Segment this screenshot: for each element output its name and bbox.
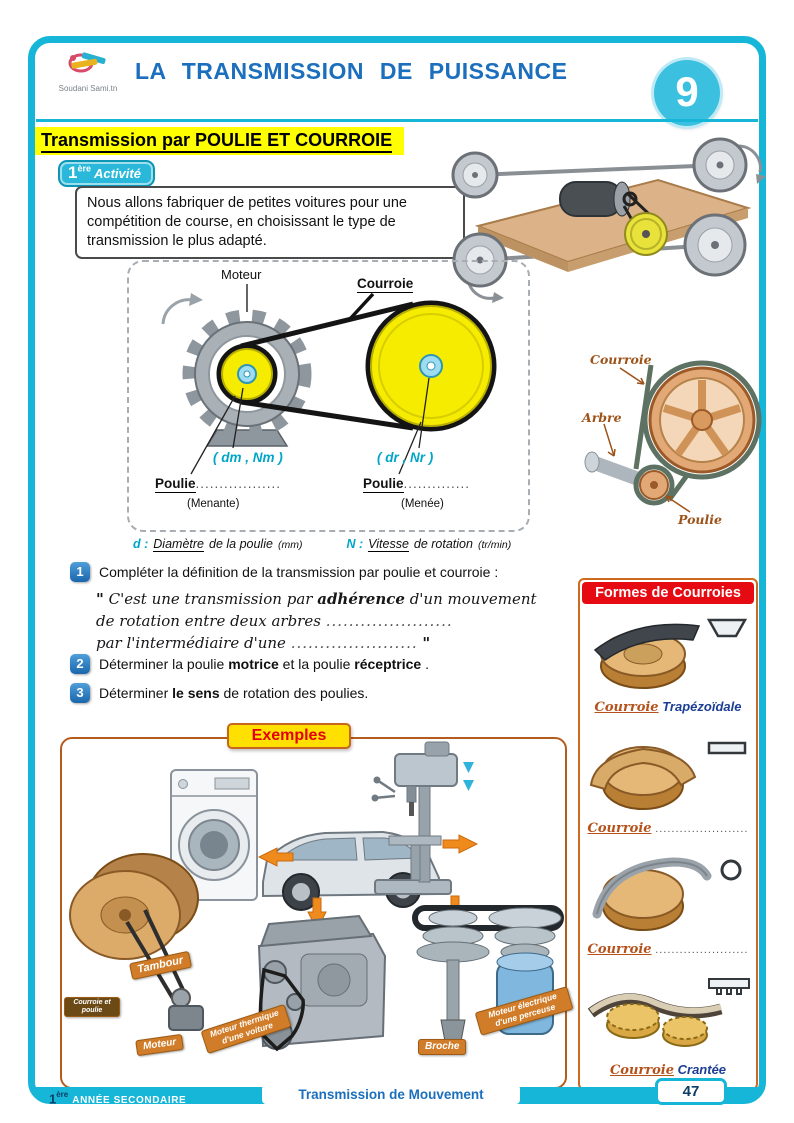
question-3-number: 3 <box>70 683 90 703</box>
belt-form-plate: Courroie ....................... <box>580 727 756 846</box>
flat-belt-illustration <box>589 741 747 810</box>
question-1: 1 Compléter la définition de la transmis… <box>70 562 540 582</box>
belt-pulley-figure: Courroie Arbre Poulie <box>572 332 768 546</box>
menee-label: (Menée) <box>401 498 444 510</box>
activity-number: 1 <box>68 163 78 182</box>
exemples-illustrations <box>69 741 564 1053</box>
logo: Soudani Sami.tn <box>48 50 128 93</box>
question-2-text: Déterminer la poulie motrice et la pouli… <box>99 656 429 672</box>
d-symbol: d : <box>133 537 149 551</box>
section-title-text: Transmission par POULIE ET COURROIE <box>41 130 393 153</box>
question-2-number: 2 <box>70 654 90 674</box>
n-term: Vitesse <box>368 537 409 552</box>
exemples-box: Exemples <box>60 723 574 1089</box>
courroie-poulie-tag: Courroie et poulie <box>64 997 120 1018</box>
activity-label: Activité <box>93 166 141 181</box>
n-symbol: N : <box>346 537 364 551</box>
toy-car-illustration <box>451 137 766 303</box>
side-courroie-label: Courroie <box>590 352 652 367</box>
belt-form-crantee: Courroie Crantée <box>580 969 756 1088</box>
broche-tag: Broche <box>418 1039 467 1055</box>
toy-car-motor <box>559 181 638 217</box>
lesson-number-badge: 9 <box>654 60 720 126</box>
n-unit: (tr/min) <box>477 539 512 551</box>
toy-car-wheels <box>451 137 748 288</box>
side-arbre-label: Arbre <box>582 410 622 425</box>
driven-pulley-params: ( dr , Nr ) <box>377 450 434 465</box>
belt-forms-title: Formes de Courroies <box>582 582 754 604</box>
pulley-belt-diagram-drawing <box>161 284 497 475</box>
belt-pulley-figure-drawing <box>584 360 762 513</box>
logo-text: Soudani Sami.tn <box>58 84 118 93</box>
drill-spindle-illustration <box>412 905 564 1053</box>
footer-chapter-title: Transmission de Mouvement <box>262 1085 520 1104</box>
exemples-title: Exemples <box>227 723 351 749</box>
washing-machine-illustration <box>170 769 258 901</box>
section-title: Transmission par POULIE ET COURROIE <box>35 127 405 155</box>
answer-blank: ...................... <box>290 633 418 652</box>
belt-form-trapezoidale: Courroie Trapézoïdale <box>580 606 756 725</box>
toothed-belt-illustration <box>587 978 750 1047</box>
d-term: Diamètre <box>153 537 204 552</box>
belt-forms-panel: Formes de Courroies Courroie Trapézoïdal… <box>578 578 758 1090</box>
definition-text: " C'est une transmission par adhérence d… <box>96 590 537 652</box>
drum-belt-illustration <box>69 853 204 1031</box>
pulley-belt-diagram: Moteur Courroie ( dm , Nm ) ( dr , Nr ) … <box>127 260 530 532</box>
page-number: 47 <box>655 1078 727 1105</box>
round-belt-illustration <box>592 857 742 931</box>
courroie-label: Courroie <box>357 276 414 293</box>
d-unit: (mm) <box>277 539 303 551</box>
header-divider <box>36 119 758 122</box>
question-1-text: Compléter la définition de la transmissi… <box>99 564 499 580</box>
intro-text-box: Nous allons fabriquer de petites voiture… <box>75 186 465 259</box>
v-belt-illustration <box>593 618 748 689</box>
diagram-legend: d : Diamètre de la poulie (mm) N : Vites… <box>133 537 511 552</box>
belt-form-label: Courroie ....................... <box>587 821 749 836</box>
drill-press-illustration <box>371 741 474 895</box>
belt-form-label: Courroie Crantée <box>609 1062 727 1078</box>
belt-form-ronde: Courroie ....................... <box>580 848 756 967</box>
side-poulie-label: Poulie <box>678 512 722 527</box>
car-engine-illustration <box>257 914 387 1052</box>
page-title: LA TRANSMISSION DE PUISSANCE <box>135 58 568 84</box>
menante-label: (Menante) <box>187 498 240 510</box>
d-text: de la poulie <box>209 537 273 551</box>
activity-ordinal: ère <box>77 163 91 174</box>
driver-pulley-params: ( dm , Nm ) <box>213 450 283 465</box>
question-3-text: Déterminer le sens de rotation des pouli… <box>99 685 369 701</box>
grade-label: 1èreANNÉE SECONDAIRE <box>49 1090 187 1107</box>
driven-pulley-label: Poulie.............. <box>363 476 471 493</box>
belt-form-label: Courroie Trapézoïdale <box>594 699 742 715</box>
n-text: de rotation <box>413 537 473 551</box>
moteur-label: Moteur <box>221 267 262 282</box>
pencils-logo-icon <box>68 52 106 73</box>
driver-pulley-label: Poulie.................. <box>155 476 282 493</box>
question-3: 3 Déterminer le sens de rotation des pou… <box>70 683 540 703</box>
toy-car-pulley <box>624 212 668 256</box>
belt-form-label: Courroie ....................... <box>587 942 749 957</box>
question-2: 2 Déterminer la poulie motrice et la pou… <box>70 654 540 674</box>
adherence-keyword: adhérence <box>317 590 405 608</box>
question-1-number: 1 <box>70 562 90 582</box>
answer-blank: ...................... <box>325 611 453 630</box>
